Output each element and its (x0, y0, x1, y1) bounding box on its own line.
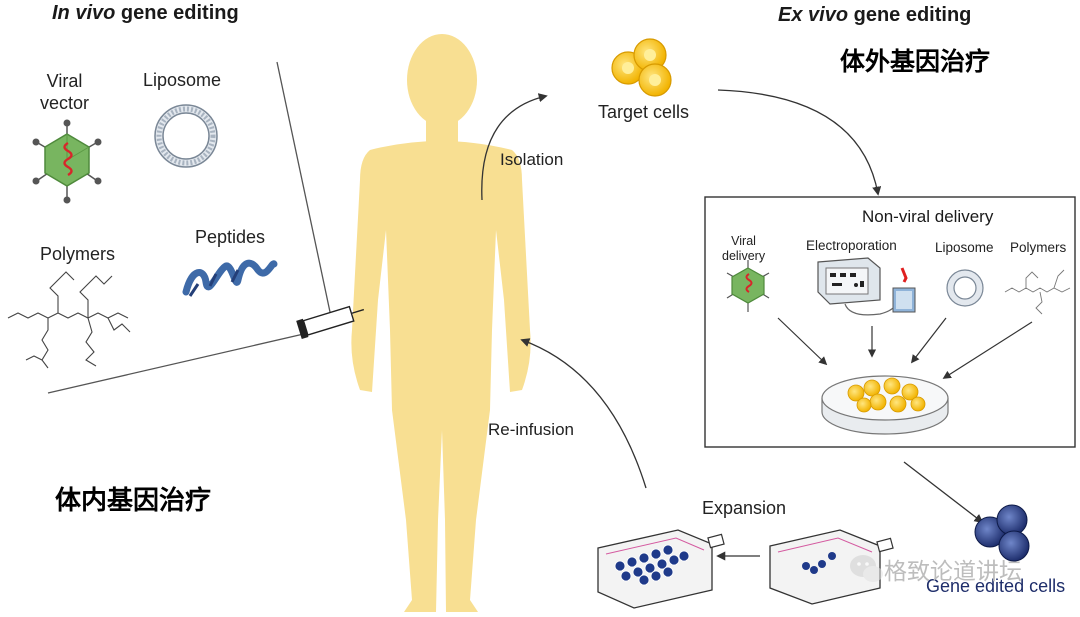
isolation-arrow (481, 93, 548, 201)
in-vivo-cn-label: 体内基因治疗 (55, 486, 212, 516)
culture-flask-left (597, 529, 725, 609)
polymers-label: Polymers (40, 244, 116, 264)
re-infusion-label: Re-infusion (488, 420, 574, 439)
target-cells-label: Target cells (598, 102, 690, 122)
small-polymer-icon (1004, 269, 1071, 315)
viral-delivery-icon (726, 260, 770, 312)
wechat-icon (850, 555, 883, 582)
box-liposome-label: Liposome (935, 240, 994, 255)
peptide-helix-icon (182, 259, 278, 297)
expansion-label: Expansion (702, 498, 787, 518)
viral-vector-icon (32, 119, 102, 204)
peptides-label: Peptides (195, 227, 266, 247)
human-body-silhouette (351, 34, 531, 612)
watermark-text: 格致论道讲坛 (884, 559, 1022, 585)
in-vivo-panel-edge (47, 332, 309, 394)
ex-vivo-title: Ex vivo gene editing (778, 4, 972, 26)
isolation-label: Isolation (500, 150, 564, 169)
gene-edited-cells-label: Gene edited cells (926, 576, 1066, 596)
polymer-structure-icon (7, 271, 131, 369)
ex-vivo-cn-label: 体外基因治疗 (840, 47, 991, 76)
box-polymers-label: Polymers (1010, 240, 1067, 255)
liposome-label: Liposome (143, 70, 222, 90)
liposome-icon (154, 104, 218, 168)
re-infusion-arrow (520, 338, 647, 489)
electroporation-label: Electroporation (806, 238, 897, 253)
small-liposome-icon (946, 269, 984, 307)
gene-edited-cells-icon (974, 504, 1030, 562)
culture-flask-right (769, 529, 894, 605)
syringe-icon (296, 305, 365, 340)
arrow-viral-to-dish (777, 317, 828, 366)
in-vivo-title: In vivo gene editing (52, 2, 239, 24)
electroporation-device-icon (817, 257, 916, 316)
petri-dish-icon (821, 375, 949, 435)
non-viral-delivery-title: Non-viral delivery (862, 207, 994, 226)
to-delivery-arrow (717, 89, 882, 196)
arrow-liposome-to-dish (910, 317, 947, 364)
in-vivo-panel-edge (276, 61, 331, 313)
arrow-polymer-to-dish (942, 321, 1033, 379)
target-cells-icon (611, 38, 672, 97)
to-edited-cells-arrow (903, 461, 984, 524)
